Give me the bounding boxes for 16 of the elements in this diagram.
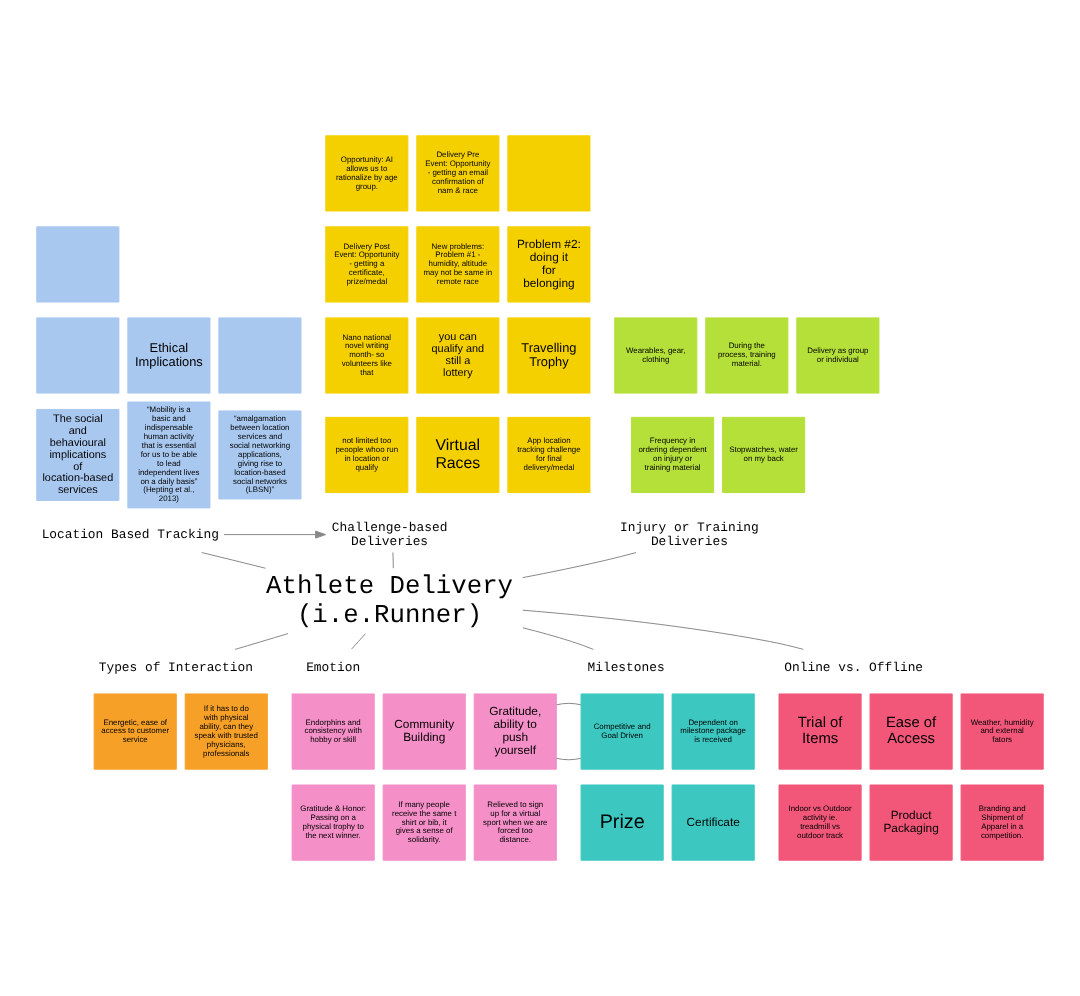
node-box: Virtual Races [416, 416, 500, 494]
node-box [507, 135, 591, 212]
connector [234, 633, 289, 650]
connector [201, 552, 266, 569]
node-box [36, 226, 120, 303]
connector [522, 609, 804, 650]
node-box [218, 317, 302, 394]
connector [522, 627, 594, 650]
node-box: Prize [580, 784, 664, 861]
node-text: Athlete Delivery (i.e.Runner) [266, 570, 514, 630]
connector [392, 552, 394, 569]
arrow [223, 530, 327, 539]
connector [522, 552, 637, 579]
node-box [36, 317, 120, 394]
connector [351, 633, 366, 650]
connector [556, 702, 582, 761]
